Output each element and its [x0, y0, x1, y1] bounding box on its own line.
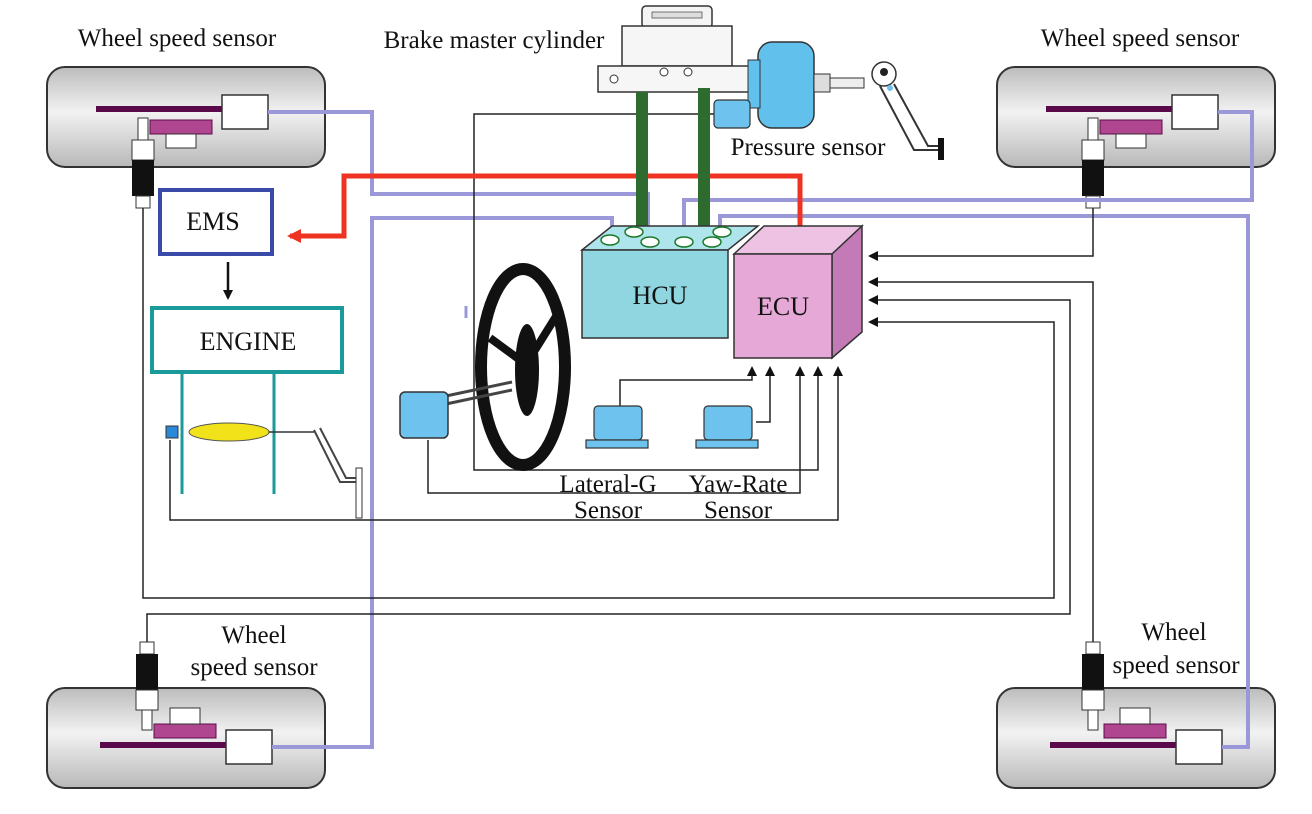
wheel-speed-sensor-label-bottom-left-line2: speed sensor	[190, 654, 318, 681]
brake-master-cylinder-label: Brake master cylinder	[384, 27, 605, 54]
wheel-speed-sensor-top-right	[1081, 117, 1105, 209]
steering-wheel	[445, 263, 571, 471]
wheel-speed-sensor-label-bottom-left-line1: Wheel	[221, 622, 286, 649]
brake-master-cylinder	[597, 5, 763, 228]
hcu-label: HCU	[633, 281, 688, 310]
ems-label: EMS	[186, 207, 239, 236]
hcu-block: HCU	[579, 225, 761, 339]
pressure-sensor	[713, 99, 751, 129]
brake-pipe-left	[636, 92, 648, 228]
lateral-g-label-line2: Sensor	[574, 497, 643, 524]
wheel-speed-sensor-top-left	[131, 117, 155, 209]
wheel-top-left	[46, 66, 326, 168]
yaw-rate-label-line2: Sensor	[704, 497, 773, 524]
engine-label: ENGINE	[200, 327, 297, 356]
ecu-to-ems-line	[287, 173, 803, 243]
brake-booster	[747, 41, 944, 160]
wheel-bottom-left	[46, 687, 326, 789]
wheel-top-right	[996, 66, 1276, 168]
brake-pipe-right	[698, 88, 710, 228]
lateral-g-label-line1: Lateral-G	[559, 471, 656, 498]
wheel-bottom-right	[996, 687, 1276, 789]
lateral-g-sensor	[585, 405, 649, 449]
ecu-block: ECU	[732, 224, 864, 360]
ecu-label: ECU	[757, 292, 809, 321]
wheel-speed-sensor-label-top-left: Wheel speed sensor	[78, 25, 277, 52]
ems-box: EMS	[158, 188, 274, 256]
throttle-assembly	[165, 372, 363, 519]
yaw-rate-label-line1: Yaw-Rate	[689, 471, 788, 498]
wheel-speed-sensor-bottom-left	[135, 641, 159, 731]
pressure-sensor-label: Pressure sensor	[731, 134, 887, 161]
wheel-speed-sensor-label-bottom-right-line1: Wheel	[1141, 619, 1206, 646]
wheel-speed-sensor-label-bottom-right-line2: speed sensor	[1112, 652, 1240, 679]
yaw-rate-sensor	[695, 405, 759, 449]
engine-box: ENGINE	[150, 306, 344, 374]
signal-wires	[142, 113, 1094, 642]
steering-angle-sensor	[399, 391, 449, 439]
wheel-speed-sensor-label-top-right: Wheel speed sensor	[1041, 25, 1240, 52]
